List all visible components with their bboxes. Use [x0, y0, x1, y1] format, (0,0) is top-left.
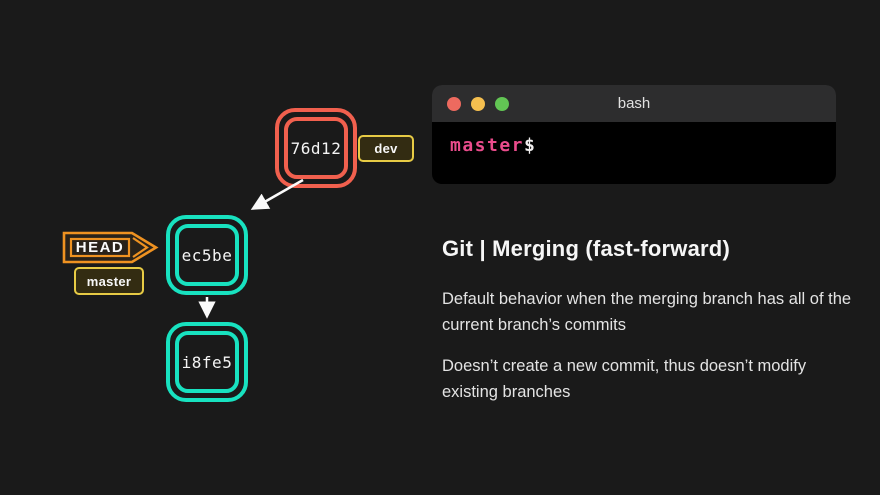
- head-pointer-arrow-icon: [62, 231, 159, 264]
- commit-node-76d12: 76d12: [275, 108, 357, 188]
- branch-tag-label: dev: [374, 141, 398, 156]
- commit-sha: ec5be: [181, 245, 233, 265]
- terminal-window: bash master$: [432, 85, 836, 184]
- head-label: HEAD: [75, 239, 125, 256]
- head-pointer: HEAD: [62, 231, 160, 264]
- page-title: Git | Merging (fast-forward): [442, 236, 730, 261]
- terminal-title-bar: bash: [432, 85, 836, 122]
- slide-paragraph-2: Doesn’t create a new commit, thus doesn’…: [442, 357, 807, 402]
- commit-node-inner-ring: i8fe5: [175, 331, 239, 393]
- commit-node-ec5be: ec5be: [166, 215, 248, 295]
- commit-sha: 76d12: [290, 138, 342, 158]
- terminal-prompt-symbol: $: [524, 135, 537, 156]
- zoom-window-icon: [495, 96, 509, 111]
- branch-tag-dev: dev: [358, 135, 414, 162]
- window-controls: [447, 85, 509, 122]
- commit-node-inner-ring: ec5be: [175, 224, 239, 286]
- terminal-prompt-branch: master: [450, 135, 525, 156]
- branch-tag-master: master: [74, 267, 144, 295]
- terminal-title: bash: [617, 95, 651, 112]
- minimize-window-icon: [471, 96, 485, 111]
- commit-sha: i8fe5: [181, 352, 233, 372]
- close-window-icon: [447, 96, 461, 111]
- commit-node-inner-ring: 76d12: [284, 117, 348, 179]
- branch-tag-label: master: [86, 273, 132, 289]
- slide-body-text: Default behavior when the merging branch…: [442, 286, 864, 420]
- slide-paragraph-1: Default behavior when the merging branch…: [442, 290, 852, 335]
- commit-node-i8fe5: i8fe5: [166, 322, 248, 402]
- terminal-body: master$: [432, 122, 836, 156]
